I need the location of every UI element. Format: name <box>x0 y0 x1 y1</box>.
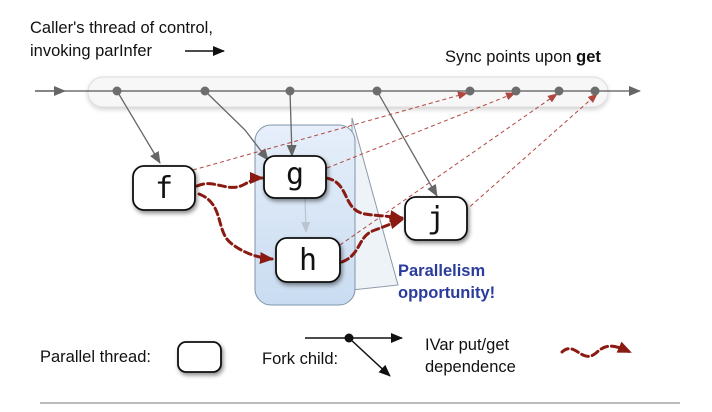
node-h-label: h <box>299 243 317 278</box>
legend: Parallel thread: Fork child: IVar put/ge… <box>40 333 632 377</box>
node-f: f <box>132 165 196 211</box>
sync-point <box>554 86 564 96</box>
node-g-label: g <box>286 157 304 192</box>
node-h: h <box>275 237 341 283</box>
sync-dep-j <box>464 93 598 212</box>
legend-fork-arrow-child <box>348 337 391 377</box>
fork-point <box>372 86 382 96</box>
sync-point <box>511 86 521 96</box>
legend-ivar-wavy-arrow-icon <box>560 341 632 358</box>
sync-point <box>590 86 600 96</box>
parallelism-label-line-1: Parallelism <box>398 262 485 280</box>
caption-line-1: Caller's thread of control, <box>30 19 213 37</box>
node-j-label: j <box>427 201 445 236</box>
sync-points <box>112 86 600 96</box>
ivar-dep-f-g <box>195 172 264 189</box>
main-thread-bar <box>87 76 609 108</box>
parallelism-callout-wedge <box>351 117 399 291</box>
sync-dep-g <box>326 92 516 169</box>
node-g: g <box>263 155 327 199</box>
legend-ivar-label-line-2: dependence <box>425 358 516 376</box>
parallelism-label-line-2: opportunity! <box>398 284 495 302</box>
sync-point <box>465 86 475 96</box>
ivar-dep-h-j <box>340 217 404 264</box>
sync-dep-h <box>339 93 558 246</box>
caption-line-2: invoking parInfer <box>30 42 152 60</box>
fork-arrow-h <box>301 196 311 233</box>
ivar-dep-f-h <box>197 192 274 264</box>
legend-parallel-thread-label: Parallel thread: <box>40 348 151 366</box>
node-f-label: f <box>155 171 173 206</box>
legend-fork-child-label: Fork child: <box>262 350 338 368</box>
fork-arrow-j <box>376 90 438 197</box>
fork-point <box>200 86 210 96</box>
legend-fork-point <box>344 333 354 343</box>
node-j: j <box>404 196 468 241</box>
fork-arrow-g2 <box>286 90 297 157</box>
sync-dep-f <box>192 91 468 171</box>
sync-points-label: Sync points upon get <box>445 48 601 66</box>
legend-parallel-thread-icon <box>177 341 222 373</box>
fork-arrow-f <box>116 90 161 164</box>
fork-point <box>285 86 295 96</box>
fork-arrow-g <box>204 90 269 161</box>
legend-ivar-label-line-1: IVar put/get <box>425 336 509 354</box>
fork-point <box>112 86 122 96</box>
ivar-dep-g-j <box>324 176 404 222</box>
